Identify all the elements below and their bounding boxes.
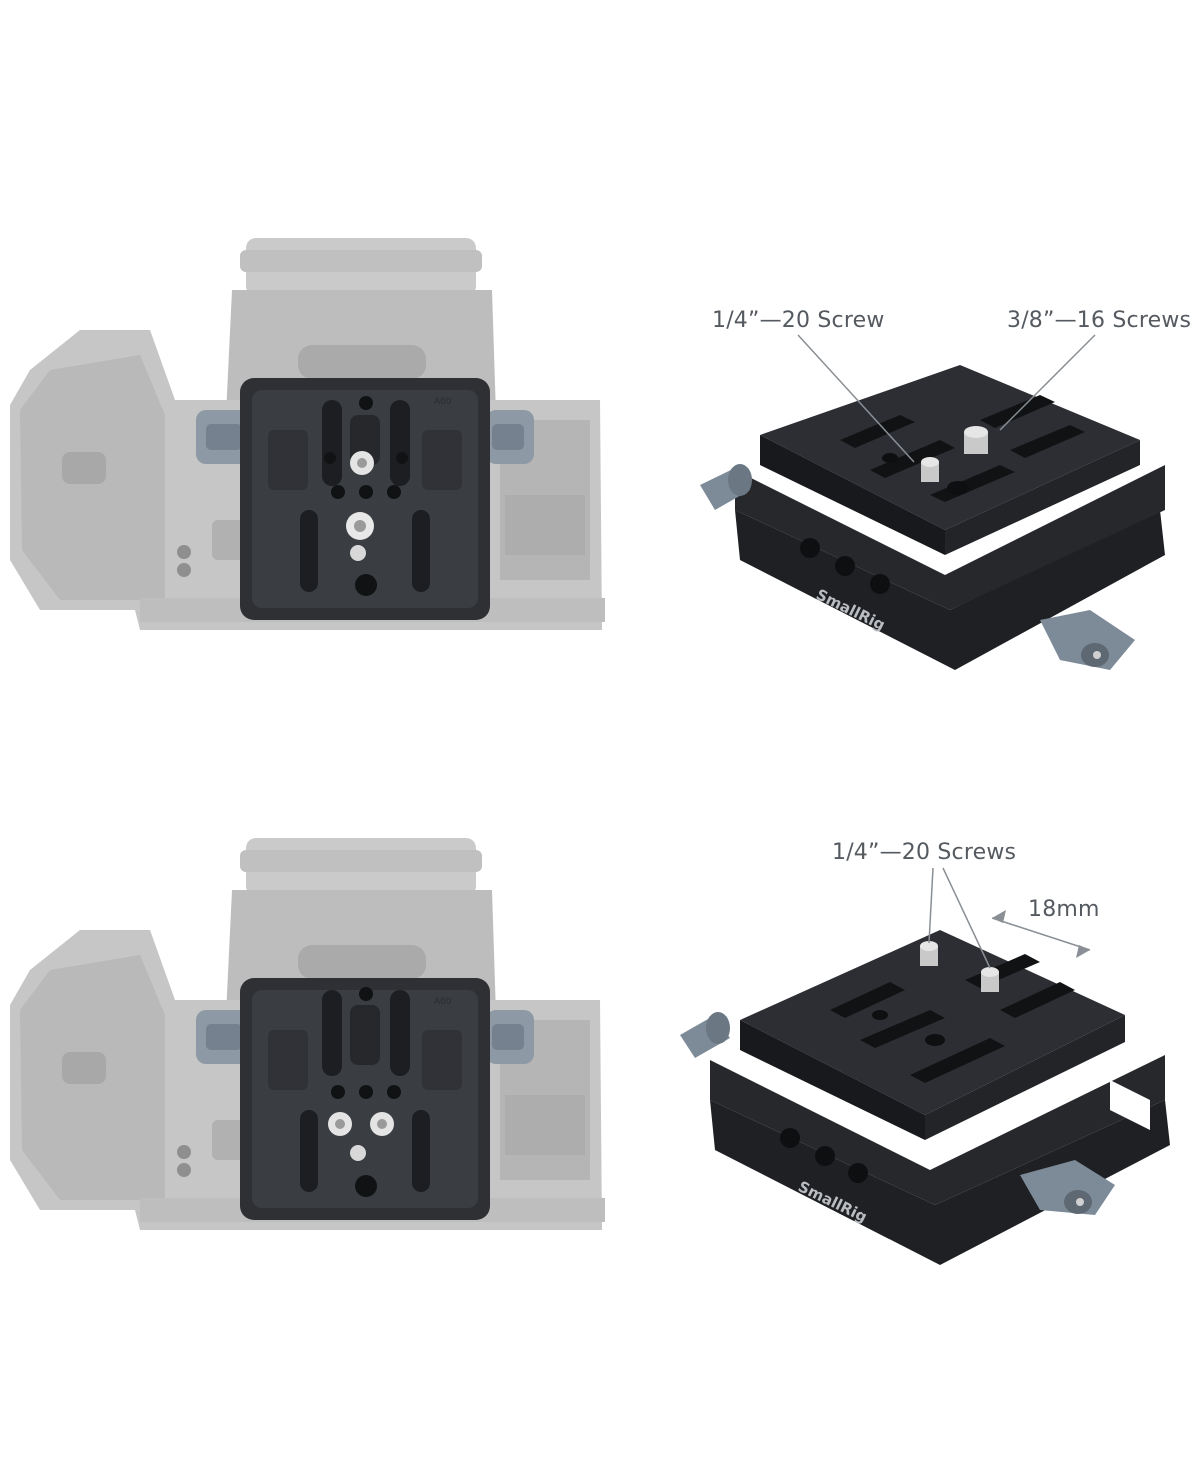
dimension-arrow-18mm [991,910,1091,958]
plate-bottom-view: A00 [240,978,490,1220]
screw-quarter-twenty [921,457,939,482]
plate-bottom-view: A00 [240,378,490,620]
callout-leaders [928,867,991,969]
rod-clamp-knob-left [700,464,752,510]
side-knob-right [486,1010,534,1064]
plate-marking: A00 [434,997,452,1007]
bottom-scene: A00 [10,838,1170,1265]
side-knob-left [196,1010,248,1064]
callout-three-eighths-screws: 3/8”—16 Screws [1007,308,1192,333]
top-scene: A00 [10,238,1165,670]
top-panel: A00 [0,210,1200,770]
rod-clamp-knob-right [1020,1160,1115,1215]
rod-clamp-knob-right [1040,610,1135,670]
plate-angled-view: SmallRig [700,365,1165,670]
screw-quarter-twenty-a [920,941,938,966]
rod-clamp-knob-left [680,1012,730,1058]
bottom-panel: A00 [0,810,1200,1370]
plate-marking: A00 [434,397,452,407]
screw-quarter-twenty-b [981,967,999,992]
callout-quarter-twenty-screws: 1/4”—20 Screws [832,840,1017,865]
plate-angled-view: SmallRig [680,930,1170,1265]
screw-three-eighths [964,426,988,454]
side-knob-right [486,410,534,464]
callout-spacing-18mm: 18mm [1028,897,1100,922]
callout-quarter-twenty-screw: 1/4”—20 Screw [712,308,885,333]
callout-leaders [797,334,1096,463]
side-knob-left [196,410,248,464]
